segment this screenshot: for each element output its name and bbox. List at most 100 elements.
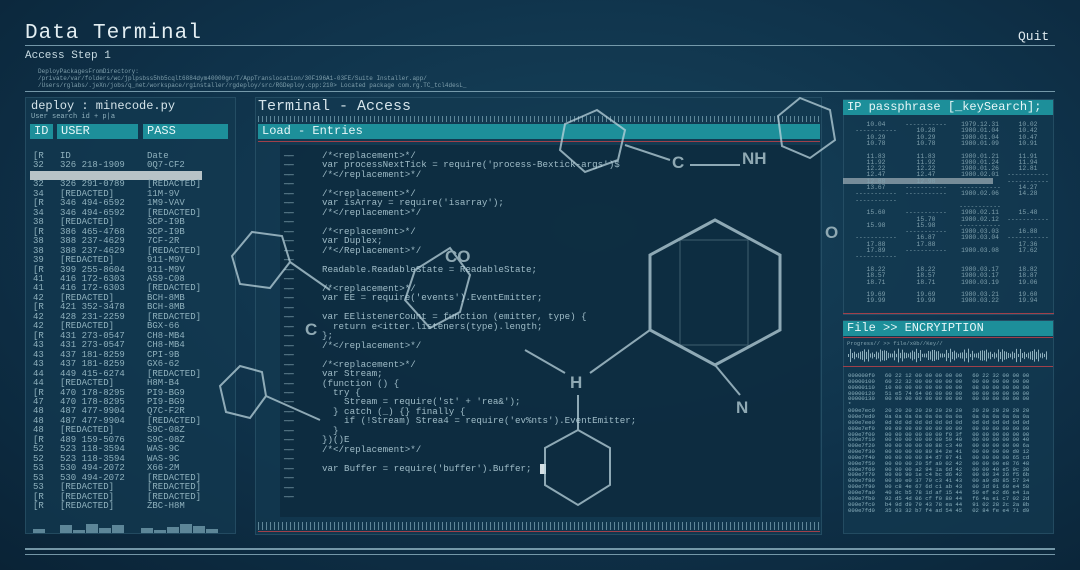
table-cell: 43 <box>33 340 44 351</box>
wave-bar <box>912 350 913 361</box>
table-cell: [REDACTED] <box>60 491 115 502</box>
table-cell: BCH-8MB <box>147 302 185 313</box>
tick-ruler <box>258 116 820 122</box>
column-header-user[interactable]: USER <box>57 124 138 139</box>
wave-bar <box>884 350 885 361</box>
table-cell: 1980.03.17 <box>961 272 999 280</box>
table-cell: ----------- <box>855 190 897 198</box>
table-cell: [REDACTED] <box>60 501 115 512</box>
table-cell: 14.27 <box>1018 184 1038 191</box>
table-cell: 48 <box>33 425 44 436</box>
table-cell: 43 <box>33 359 44 370</box>
wave-bar <box>982 350 983 361</box>
load-entries-bar[interactable]: Load - Entries <box>258 124 820 139</box>
table-cell: 15.98 <box>866 221 886 229</box>
table-cell: ----------- <box>1007 215 1049 223</box>
wave-bar <box>1014 352 1015 359</box>
line-marker: —— <box>284 388 294 398</box>
wave-bar <box>914 351 915 360</box>
code-editor[interactable] <box>280 145 820 517</box>
text-cursor <box>540 464 546 474</box>
highlight-bar <box>843 178 993 184</box>
wave-bar <box>946 349 947 362</box>
code-line: } catch (_) {} finally { <box>322 405 466 417</box>
hex-line: 000e7fa0 40 8c b5 78 1d af 15 44 50 ef e… <box>848 489 1030 496</box>
code-line: Readable.ReadableState = ReadableState; <box>322 263 538 275</box>
wave-bar <box>866 351 867 360</box>
table-cell: 911-M9V <box>147 264 185 275</box>
table-cell: 34 <box>33 188 44 199</box>
table-cell: 431 273-0547 <box>60 330 125 341</box>
table-cell: 12.22 <box>916 165 936 173</box>
table-cell: 3CP-I9B <box>147 217 185 228</box>
table-cell: AS9-C08 <box>147 273 185 284</box>
column-header-id[interactable]: ID <box>30 124 53 139</box>
table-cell: [R <box>33 226 44 237</box>
table-cell: 1980.01.21 <box>961 152 999 160</box>
table-cell: 470 178-8295 <box>60 387 125 398</box>
table-cell: WAS-9C <box>147 444 180 455</box>
divider <box>25 91 1055 92</box>
table-cell: 53 <box>33 482 44 493</box>
table-cell: 19.60 <box>1018 291 1038 299</box>
line-marker: —— <box>284 331 294 342</box>
line-marker: —— <box>284 274 294 285</box>
hexagon-shape <box>230 230 292 290</box>
table-cell: [REDACTED] <box>147 415 202 426</box>
table-cell: 38 <box>33 236 44 247</box>
line-marker: —— <box>284 188 294 199</box>
table-cell: 449 415-6274 <box>60 368 125 379</box>
divider <box>258 531 820 532</box>
wave-bar <box>932 349 933 362</box>
line-marker: —— <box>284 226 294 237</box>
divider <box>258 141 820 142</box>
ip-panel-header[interactable]: IP passphrase [_keySearch]; <box>843 100 1053 115</box>
wave-bar <box>874 353 875 358</box>
table-row[interactable] <box>30 170 202 180</box>
table-cell: ----------- <box>855 127 897 135</box>
wave-bar <box>960 352 961 359</box>
atom-label: H <box>570 373 582 392</box>
table-cell: 43 <box>33 349 44 360</box>
table-cell: 416 172-6303 <box>60 283 125 294</box>
table-cell: 386 465-4768 <box>60 226 125 237</box>
table-cell: [REDACTED] <box>147 245 202 256</box>
line-marker: —— <box>284 454 294 465</box>
table-cell: 18.57 <box>866 272 886 280</box>
divider <box>843 366 1053 367</box>
table-cell: 41 <box>33 283 44 294</box>
table-cell: 1980.02.12 <box>961 215 999 223</box>
wave-bar <box>1022 353 1023 358</box>
table-cell: 15.60 <box>866 209 886 217</box>
table-cell: 10.78 <box>916 139 936 147</box>
line-marker: —— <box>284 217 294 228</box>
encryption-header[interactable]: File >> ENCRYIPTION <box>843 321 1053 336</box>
wave-bar <box>1016 348 1017 363</box>
table-cell: ----------- <box>1007 171 1049 179</box>
atom-label: C <box>672 153 684 172</box>
table-cell: 530 494-2072 <box>60 472 125 483</box>
table-cell: 399 255-8604 <box>60 264 125 275</box>
line-marker: —— <box>284 482 294 493</box>
table-cell: ----------- <box>1007 177 1049 185</box>
quit-button[interactable]: Quit <box>1018 29 1050 44</box>
column-header-pass[interactable]: PASS <box>143 124 228 139</box>
table-cell: 326 218-1909 <box>60 160 125 171</box>
table-cell: ----------- <box>855 196 897 204</box>
atom-label: CO <box>445 247 471 266</box>
table-cell: 1980.03.08 <box>961 247 999 254</box>
wave-bar <box>944 353 945 358</box>
table-cell: [REDACTED] <box>147 311 202 322</box>
code-line: return e<itter.listeners(type).length; <box>322 320 543 332</box>
table-cell: 38 <box>33 217 44 228</box>
wave-bar <box>976 353 977 358</box>
table-cell: 16.87 <box>916 234 936 242</box>
hex-line: 000e7f60 00 00 00 a2 94 1a 6d 42 00 00 4… <box>848 465 1030 473</box>
app-title: Data Terminal <box>25 22 202 45</box>
hex-line: 000e7ef0 09 09 09 09 09 09 09 09 09 09 0… <box>848 424 1030 432</box>
table-cell: [R <box>33 302 44 313</box>
table-cell: 52 <box>33 453 44 464</box>
table-cell: [R <box>33 501 44 512</box>
line-marker: —— <box>284 406 294 417</box>
table-cell: WAS-9C <box>147 453 180 464</box>
